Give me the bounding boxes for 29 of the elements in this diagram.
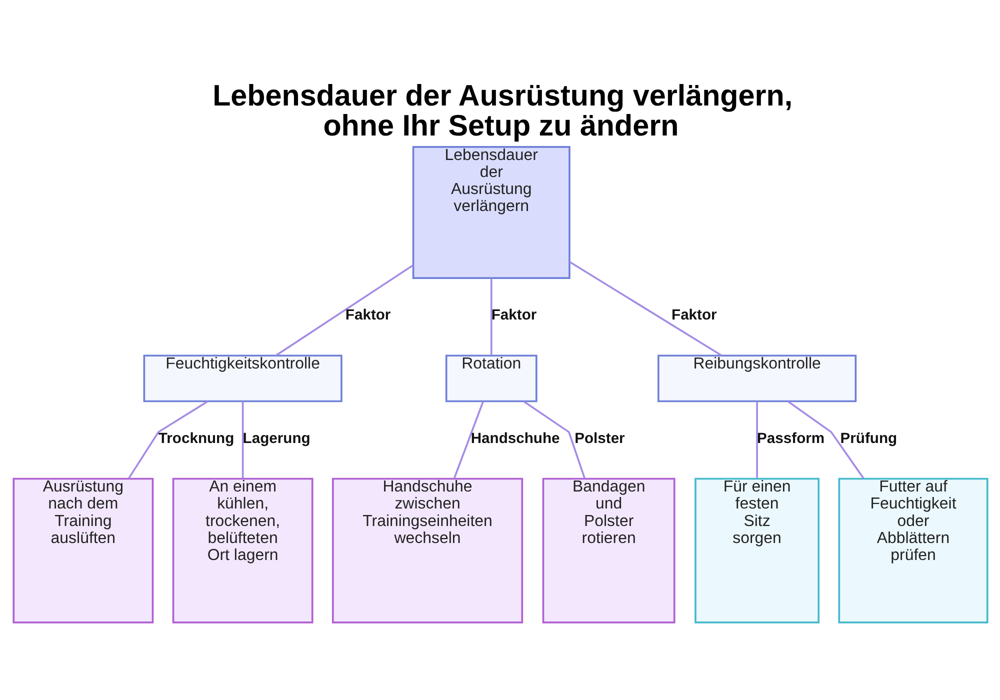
- connector: [787, 400, 864, 478]
- edge-label: Handschuhe: [470, 430, 560, 446]
- connector: [522, 400, 586, 478]
- edge-label: Passform: [756, 430, 824, 446]
- node-box: Reibungskontrolle: [657, 354, 856, 402]
- edge-label: Faktor: [671, 307, 716, 324]
- node-box: Rotation: [444, 354, 537, 402]
- connector: [568, 260, 722, 356]
- connector: [452, 400, 484, 478]
- node-box: Futter auf Feuchtigkeit oder Abblättern prüfen: [838, 477, 988, 623]
- diagram-title: Lebensdauer der Ausrüstung verlängern, ohne Ihr Setup zu ändern: [212, 79, 792, 142]
- edge-label: Trocknung: [158, 430, 234, 446]
- edge-label: Prüfung: [840, 430, 897, 446]
- edge-label: Lagerung: [242, 430, 310, 446]
- node-box: Lebensdauer der Ausrüstung verlängern: [412, 146, 570, 278]
- edge-label: Polster: [574, 430, 624, 446]
- connector: [127, 400, 208, 478]
- connector: [241, 400, 244, 478]
- edge-label: Faktor: [490, 307, 536, 324]
- connector: [274, 264, 414, 356]
- node-box: An einem kühlen, trockenen, belüfteten Ort lagern: [172, 477, 313, 623]
- node-box: Für einen festen Sitz sorgen: [694, 477, 820, 623]
- edge-label: Faktor: [344, 307, 390, 324]
- node-box: Ausrüstung nach dem Training auslüften: [12, 477, 154, 623]
- node-box: Feuchtigkeitskontrolle: [142, 354, 342, 402]
- connector: [756, 400, 758, 478]
- node-box: Handschuhe zwischen Trainingseinheiten wechseln: [331, 477, 523, 623]
- node-box: Bandagen und Polster rotieren: [542, 477, 675, 623]
- connector: [490, 278, 492, 355]
